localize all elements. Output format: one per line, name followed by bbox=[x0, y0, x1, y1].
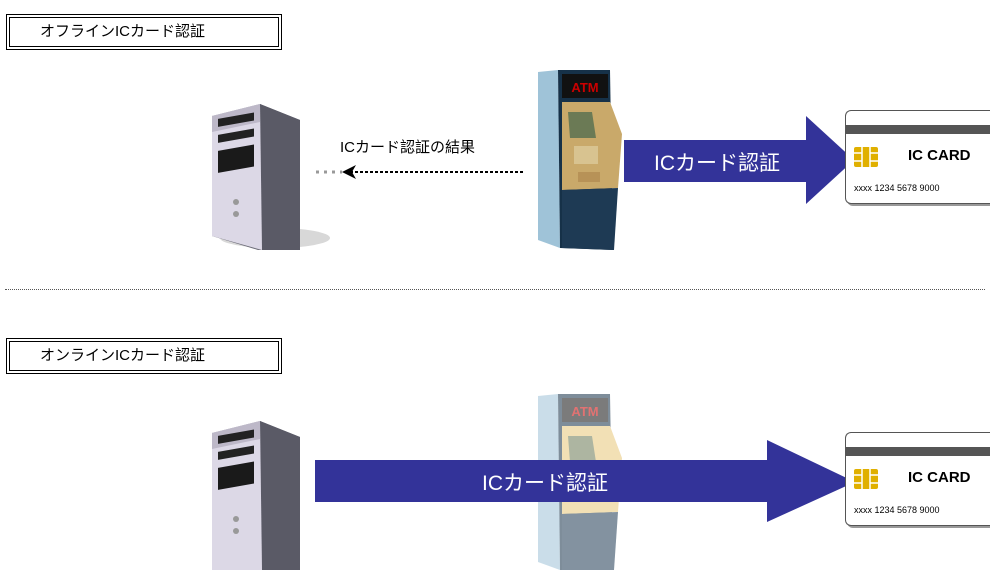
card-number: xxxx 1234 5678 9000 bbox=[854, 505, 940, 515]
atm-screen-label: ATM bbox=[571, 80, 598, 95]
atm-icon: ATM bbox=[538, 70, 622, 250]
atm-screen-label: ATM bbox=[571, 404, 598, 419]
card-number: xxxx 1234 5678 9000 bbox=[854, 183, 940, 193]
server-icon bbox=[212, 421, 300, 570]
server-icon bbox=[212, 104, 330, 250]
offline-arrow-label: ICカード認証 bbox=[654, 152, 780, 175]
ic-card-icon: IC CARD xxxx 1234 5678 9000 bbox=[845, 432, 990, 526]
online-title: オンラインICカード認証 bbox=[40, 347, 206, 364]
result-arrow bbox=[316, 165, 524, 179]
card-title: IC CARD bbox=[908, 469, 971, 486]
result-label: ICカード認証の結果 bbox=[340, 139, 476, 156]
offline-title: オフラインICカード認証 bbox=[40, 23, 206, 40]
chip-icon bbox=[854, 147, 878, 167]
offline-auth-arrow bbox=[624, 116, 854, 204]
online-arrow-label: ICカード認証 bbox=[482, 472, 608, 495]
section-divider bbox=[5, 289, 985, 290]
chip-icon bbox=[854, 469, 878, 489]
card-title: IC CARD bbox=[908, 147, 971, 164]
online-auth-arrow bbox=[315, 440, 855, 522]
ic-card-icon: IC CARD xxxx 1234 5678 9000 bbox=[845, 110, 990, 204]
